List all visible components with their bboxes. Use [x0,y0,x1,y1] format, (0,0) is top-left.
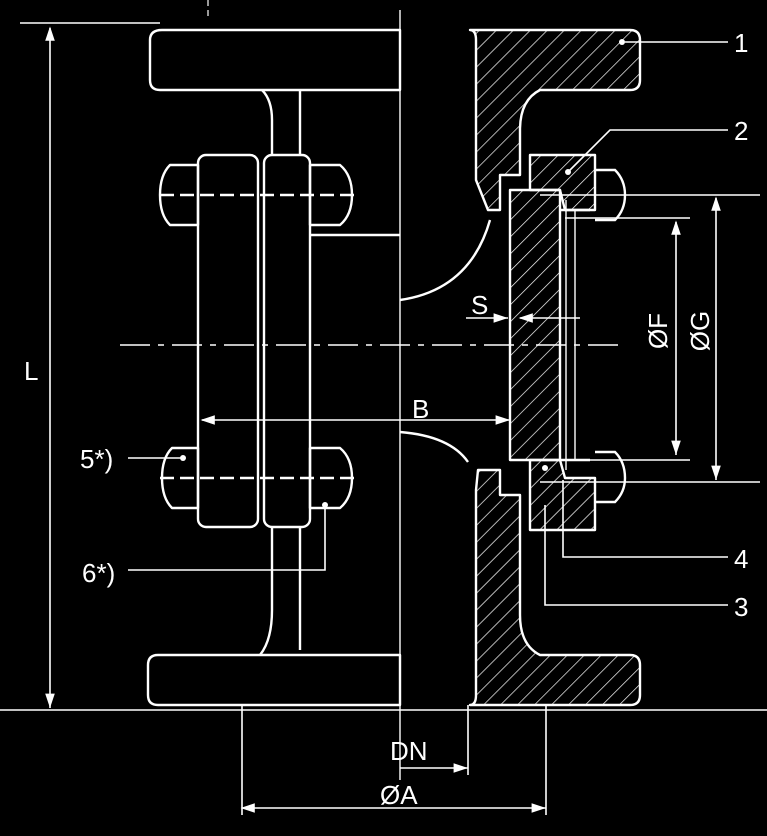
leader-3 [544,505,728,606]
callout-1: 1 [734,28,749,58]
dimension-a: ØA [380,780,418,810]
callout-4: 4 [734,544,749,574]
dimension-l: L [24,356,39,386]
lower-bolt-left-nut [160,446,200,510]
callout-5: 5*) [80,444,114,474]
left-top-neck [261,89,302,155]
right-body-section-top [468,28,642,212]
sight-glass [508,188,562,462]
callout-3: 3 [734,592,749,622]
leader-2 [567,129,728,173]
left-body-plate [262,153,312,529]
dimension-s: S [471,290,489,320]
callout-6: 6*) [82,558,116,588]
left-bottom-flange [146,653,402,707]
left-top-flange [148,28,402,92]
bore-curve-upper [399,219,492,302]
dimension-b: B [412,394,430,424]
left-bottom-neck [259,527,302,656]
right-body-section-bottom [468,468,642,707]
bore-curve-lower [399,430,469,463]
leader-6 [128,505,326,571]
dimension-f: ØF [643,312,674,350]
upper-bolt-left-nut [158,163,200,227]
left-cover-plate [196,153,260,529]
dimension-dn: DN [390,736,428,766]
callout-2: 2 [734,116,749,146]
leader-4 [562,480,728,558]
dimension-g: ØG [685,310,716,352]
